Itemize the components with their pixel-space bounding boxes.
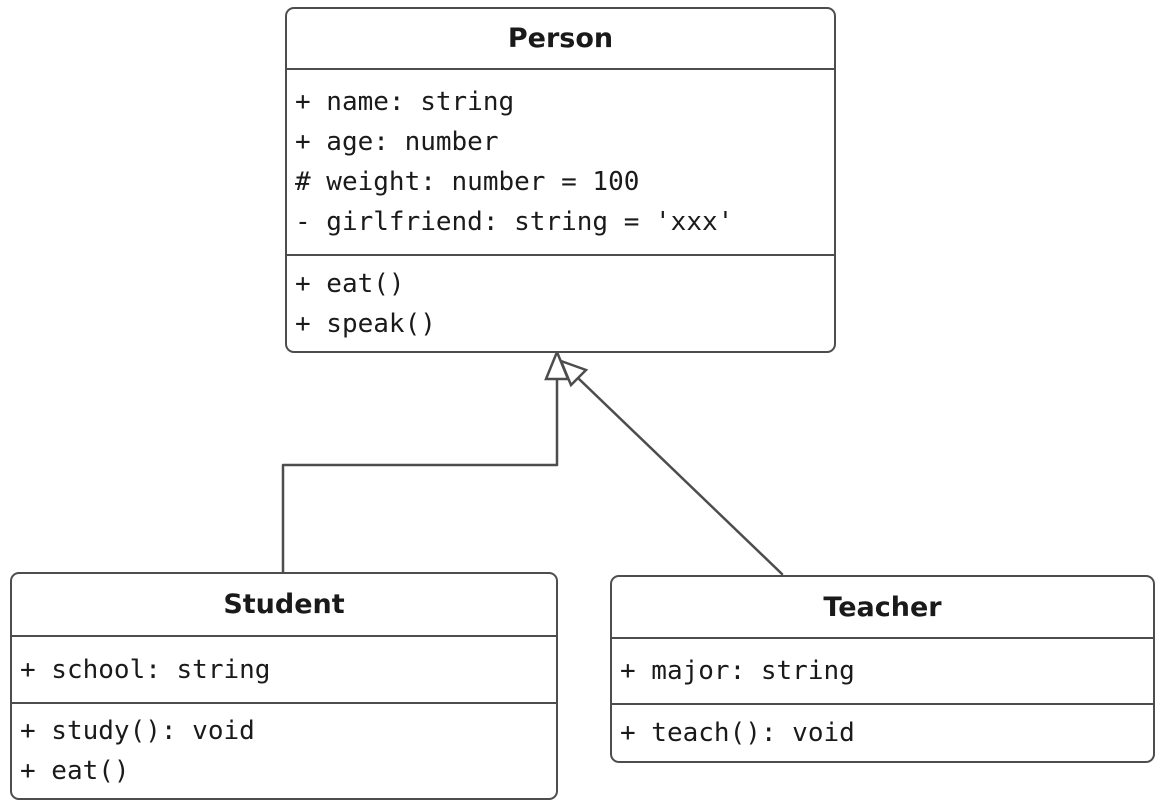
class-node-person: Person + name: string + age: number # we… — [285, 7, 836, 353]
class-node-student: Student + school: string + study(): void… — [10, 572, 558, 800]
class-title-teacher: Teacher — [823, 591, 942, 623]
attribute-row: + major: string — [620, 656, 855, 686]
inheritance-edge-teacher-person — [576, 376, 784, 576]
inheritance-arrowhead-student-icon — [544, 348, 570, 381]
inheritance-arrowhead-teacher-icon — [558, 358, 589, 388]
attribute-row: + name: string — [295, 87, 515, 117]
class-person-methods-section: + eat() + speak() — [287, 254, 834, 351]
attribute-row: # weight: number = 100 — [295, 167, 640, 197]
inheritance-edge-student-person — [281, 376, 559, 574]
attribute-row: + age: number — [295, 127, 499, 157]
class-teacher-attributes-section: + major: string — [612, 637, 1153, 703]
method-row: + speak() — [295, 308, 436, 339]
method-row: + study(): void — [20, 716, 255, 746]
class-title-student: Student — [223, 589, 345, 620]
class-node-teacher: Teacher + major: string + teach(): void — [610, 575, 1155, 763]
method-row: + teach(): void — [620, 718, 855, 748]
attribute-row: - girlfriend: string = 'xxx' — [295, 207, 734, 237]
method-row: + eat() — [295, 268, 405, 299]
class-student-attributes-section: + school: string — [12, 635, 556, 702]
class-title-person: Person — [507, 23, 614, 54]
class-teacher-methods-section: + teach(): void — [612, 703, 1153, 761]
class-person-attributes-section: + name: string + age: number # weight: n… — [287, 68, 834, 254]
method-row: + eat() — [20, 756, 130, 786]
class-student-methods-section: + study(): void + eat() — [12, 702, 556, 798]
attribute-row: + school: string — [20, 654, 271, 685]
